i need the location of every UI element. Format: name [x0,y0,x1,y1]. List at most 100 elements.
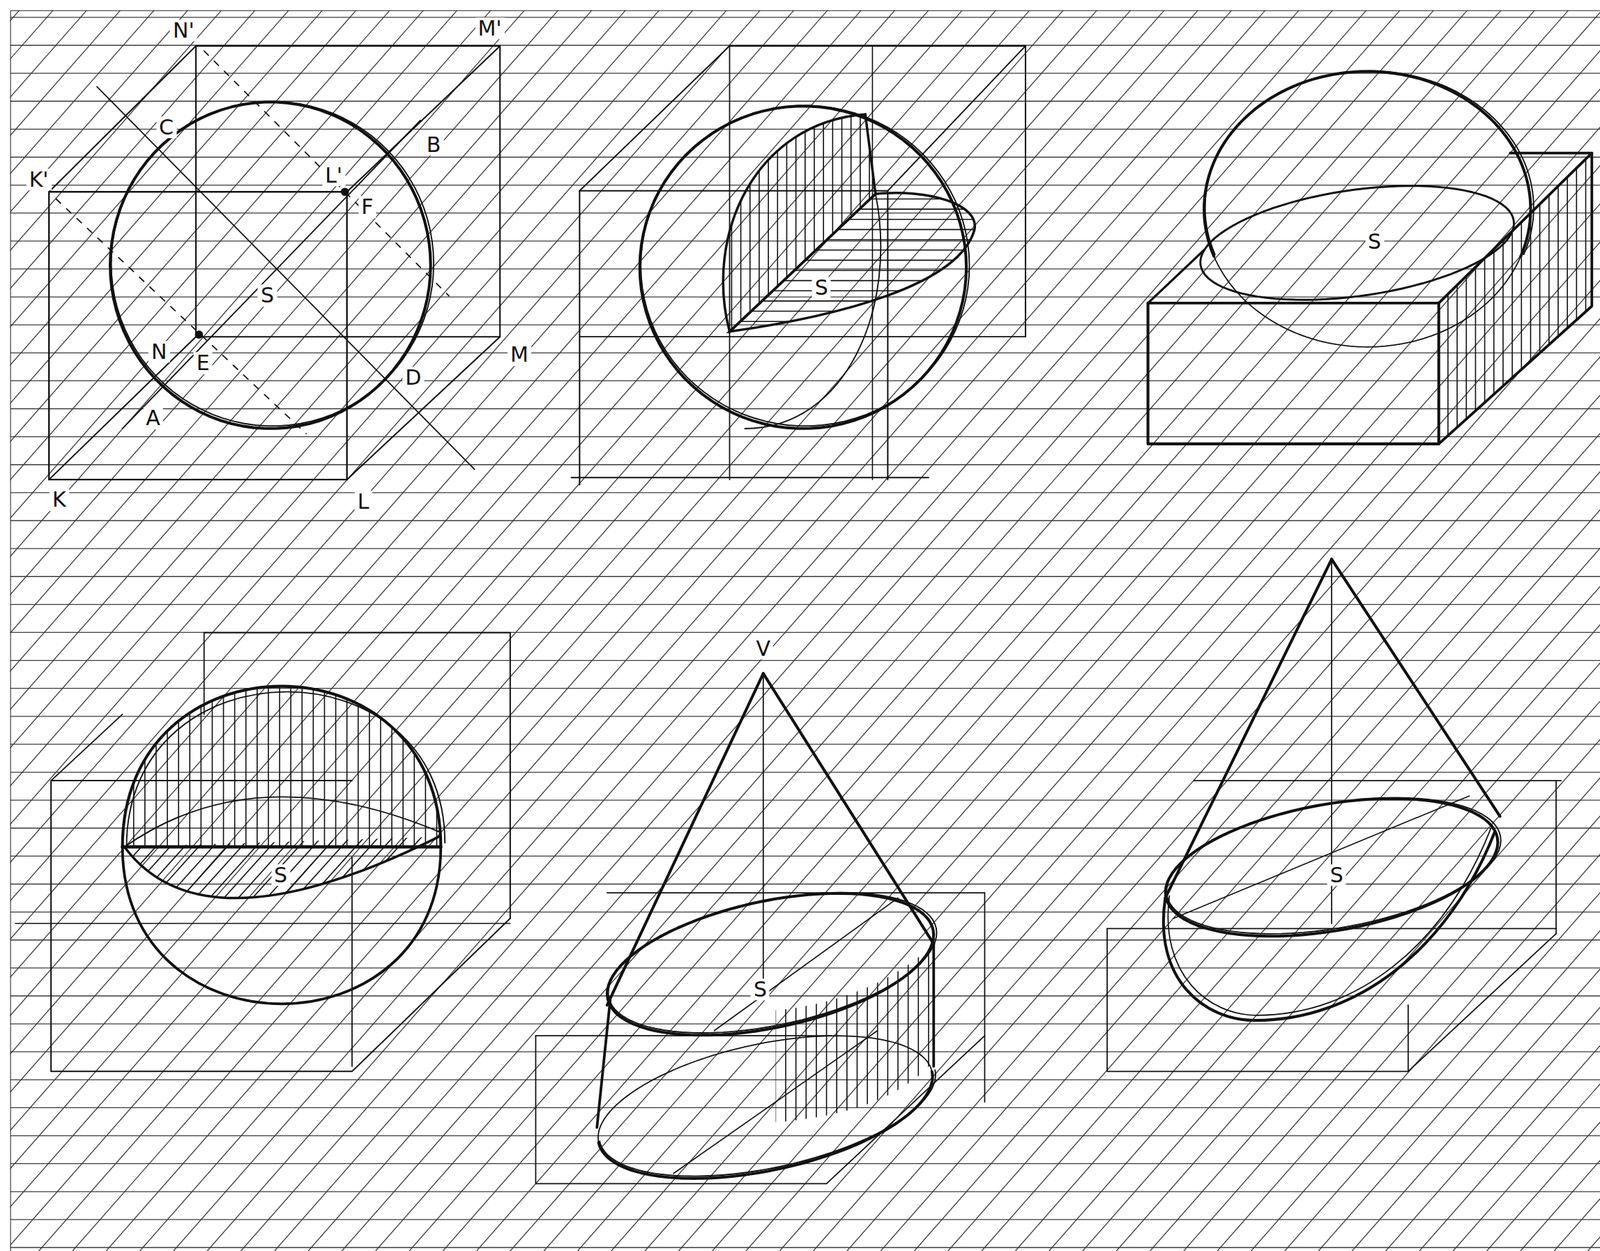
point-label: C [156,116,177,139]
hatch-line [729,310,981,313]
sketch-line [1148,303,1439,445]
grid-diagonal [10,10,121,1251]
grid-line [10,715,1600,717]
hatch-line [729,320,981,323]
grid-diagonal [1150,10,1600,1251]
meridian-line [744,193,881,429]
grid-line [10,464,1600,466]
grid-diagonal [105,10,1198,1251]
grid-diagonal [981,10,1600,1251]
grid-line [10,939,1600,941]
grid-line [10,547,1600,549]
point-label: S [1327,864,1347,887]
diagonal-line [96,86,475,470]
hatch-line [795,107,797,337]
grid-diagonal [10,10,728,1251]
section-outline [729,193,976,332]
sketch-line [673,1031,878,1175]
hatch-line [1447,153,1449,445]
hemisphere-outline [126,692,445,848]
hatching [729,188,981,332]
hatch-line [841,107,843,337]
grid-diagonal [10,10,54,1251]
grid-diagonal [1487,10,1600,1251]
grid-diagonal [375,10,1468,1251]
grid-diagonal [10,10,290,1251]
hatching [20,831,527,934]
grid-diagonal [1419,10,1600,1251]
sphere-outline [110,102,431,429]
grid-line [10,324,1600,326]
hatch-line [856,939,859,1124]
grid-diagonal [173,10,1266,1251]
sketch-line [714,897,898,1031]
point-label: E [193,352,213,375]
grid-diagonal [10,10,222,1251]
sketch-line [347,46,501,192]
hatch-line [826,939,828,1124]
sketch-line [1555,780,1557,935]
grid-line [10,268,1600,270]
sketch-line [351,857,353,1067]
grid-diagonal [10,10,491,1251]
grid-diagonal [644,10,1600,1251]
grid-diagonal [409,10,1502,1251]
hatch-line [805,939,807,1124]
section-edge [122,845,442,850]
grid-diagonal [10,10,1030,1251]
hatch-line [1502,153,1504,445]
grid-diagonal [10,10,559,1251]
sketch-line [887,46,1026,192]
point-label: S [271,864,291,887]
hatch-line [887,939,889,1124]
sketch-line [15,923,511,925]
hatch-line [1456,153,1458,445]
hatch-line [1465,153,1467,445]
hatch-line [1585,153,1587,445]
sketch-line [607,892,986,894]
hatch-line [357,683,360,848]
sketch-line [352,918,511,1073]
grid-diagonal [10,10,795,1251]
grid-diagonal [611,10,1600,1251]
figures [15,46,1592,1184]
grid-diagonal [1318,10,1600,1251]
hatch-line [436,683,438,848]
hatch-line [133,683,135,848]
cone-generator [1331,559,1501,817]
hatch-line [795,939,797,1124]
hemisphere-outline [122,686,442,848]
sketch-line [729,46,731,480]
grid-diagonal [543,10,1600,1251]
grid-diagonal [207,10,1299,1251]
hatch-line [20,831,113,934]
paper-grid [10,10,1600,1251]
hatch-line [1520,153,1522,445]
grid-line [10,1247,1600,1248]
hatch-line [822,107,825,337]
grid-diagonal [1284,10,1600,1251]
hidden-line [204,50,449,296]
hatch-line [729,188,981,190]
grid-diagonal [10,10,660,1251]
paper-border [10,10,1600,1251]
sphere-outline [1204,71,1531,256]
grid-line [10,771,1600,773]
sphere-outline [1205,71,1534,255]
sketch-line [48,46,196,192]
sphere-outline [122,847,442,1004]
grid-line [10,520,1600,521]
hatch-line [290,683,292,848]
point-label: K' [26,168,52,192]
hatch-line [177,683,180,848]
grid-diagonal [678,10,1600,1251]
hatch-line [368,683,371,848]
hatch-line [729,280,981,282]
hatch-line [144,683,146,848]
grid-diagonal [10,10,693,1251]
hatch-line [155,683,157,848]
sketch-line [579,191,888,480]
hatch-line [729,331,981,333]
grid-diagonal [308,10,1400,1251]
grid-diagonal [1116,10,1600,1251]
